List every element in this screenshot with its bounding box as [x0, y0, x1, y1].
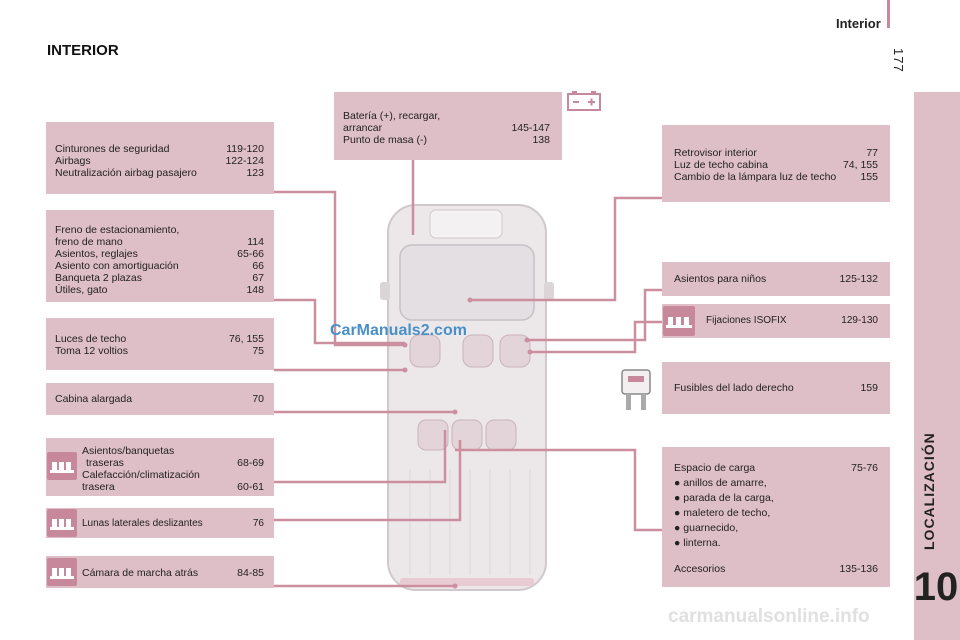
section-title: Interior — [836, 16, 881, 31]
camara-option-icon — [47, 558, 77, 586]
isofix-option-icon — [663, 306, 695, 336]
bullet-item: ● linterna. — [674, 537, 721, 549]
connector-lines — [274, 160, 662, 588]
row-punto-masa: Punto de masa (-)138 — [343, 134, 550, 146]
row-bateria: Batería (+), recargar, — [343, 110, 441, 122]
carmanuals-watermark: CarManuals2.com — [330, 322, 467, 339]
van-mirror-left — [380, 282, 390, 300]
row-freno-est: Freno de estacionamiento, — [55, 224, 180, 236]
bullet-item: ● guarnecido, — [674, 522, 739, 534]
row-asientos-banquetas: Asientos/banquetas — [82, 445, 175, 457]
header-divider — [887, 0, 890, 28]
chapter-number: 10 — [913, 565, 959, 609]
bullet-item: ● maletero de techo, — [674, 507, 771, 519]
bullet-item: ● parada de la carga, — [674, 492, 774, 504]
seat-option-icon — [47, 452, 77, 480]
van-windshield — [399, 244, 535, 321]
row-calefaccion: Calefacción/climatización — [82, 469, 200, 481]
rear-seat-1 — [417, 419, 449, 451]
front-seat-left — [409, 334, 441, 368]
rear-bumper — [400, 578, 534, 586]
footer-watermark: carmanualsonline.info — [668, 606, 870, 627]
front-seat-middle — [462, 334, 494, 368]
fuse-icon — [621, 369, 651, 410]
rear-seat-2 — [451, 419, 483, 451]
page-title: INTERIOR — [47, 42, 119, 59]
rear-seat-3 — [485, 419, 517, 451]
van-mirror-right — [544, 282, 554, 300]
cargo-floor-lines — [409, 470, 531, 575]
chapter-sidebar — [914, 92, 960, 640]
van-roof-vent — [429, 209, 503, 239]
connector-dots — [402, 297, 533, 589]
bullet-item: ● anillos de amarre, — [674, 477, 767, 489]
lunas-option-icon — [47, 509, 77, 537]
battery-icon — [567, 91, 601, 111]
